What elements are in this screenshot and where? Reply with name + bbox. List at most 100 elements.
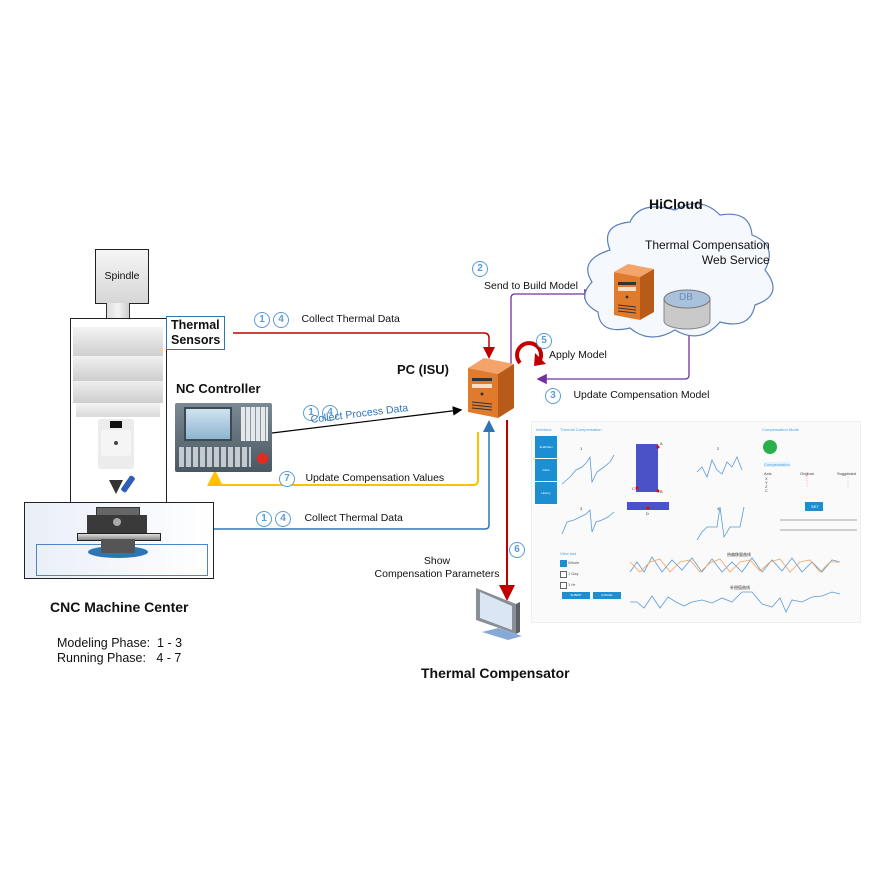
flow-label-update-compensation-values: 7 Update Compensation Values (279, 468, 444, 487)
model-point-label: A (660, 441, 663, 446)
view-option-checkbox[interactable] (560, 571, 567, 578)
flow-badge-show-parameters: 6 (509, 539, 528, 558)
view-option-label: 1 Day (568, 571, 579, 576)
dashboard-sidebar: Scaffolder Parts History (535, 436, 557, 505)
nc-screen (184, 407, 232, 441)
thermal-model-column (636, 444, 658, 492)
step-badge: 1 (254, 312, 270, 328)
compensation-header: Compensation (764, 462, 790, 467)
lower-chart-1-series-1 (629, 556, 841, 573)
rotary-pedestal (101, 539, 135, 553)
step-badge: 5 (536, 333, 552, 349)
view-option-checkbox[interactable] (560, 560, 567, 567)
mini-chart-3-line (561, 509, 615, 535)
lower-chart-1-series-2 (629, 558, 840, 573)
step-badge: 6 (509, 542, 525, 558)
mini-chart-title: 3 (580, 506, 583, 511)
show-params-label: Show Compensation Parameters (374, 555, 500, 580)
flow-line-collect-thermal-sensors (233, 332, 495, 359)
dashboard-main-title: Thermal Compensation (560, 427, 602, 432)
flow-label-update-compensation-model: 3 Update Compensation Model (545, 385, 709, 404)
nc-controller-panel (175, 403, 272, 472)
mini-chart-title: 2 (717, 446, 720, 451)
dashboard-set-button (805, 502, 823, 511)
comp-col-suggested: Suggested (837, 471, 857, 476)
step-badge: 3 (545, 388, 561, 404)
flow-line-collect-process-data (271, 406, 463, 434)
workpiece-body (87, 515, 147, 533)
dashboard-submit-button[interactable]: SUBMIT (562, 592, 590, 599)
step-badge: 4 (273, 312, 289, 328)
view-option-label: Whole (568, 560, 580, 565)
phase-legend: Modeling Phase: 1 - 3 Running Phase: 4 -… (57, 636, 182, 666)
view-option-label: 1 Hr (568, 582, 576, 587)
thermal-sensors-label: Thermal Sensors (166, 316, 226, 350)
dashboard-sidebar-item[interactable]: History (535, 482, 557, 505)
step-badge: 7 (279, 471, 295, 487)
comp-axis: X (765, 476, 768, 481)
pc-server-icon (462, 356, 520, 420)
model-point-label: B (660, 489, 663, 494)
db-label: DB (679, 292, 693, 303)
dashboard-sidebar-item[interactable]: Scaffolder (535, 436, 557, 459)
spindle-housing (73, 327, 163, 467)
mini-chart-1-line (561, 454, 615, 485)
dashboard-sidebar-item[interactable]: Parts (535, 459, 557, 482)
mini-chart-4-line (696, 506, 745, 541)
step-badge: 1 (303, 405, 319, 421)
dashboard-set-label[interactable]: SET (811, 504, 819, 509)
cnc-machine-title: CNC Machine Center (50, 599, 189, 615)
pc-title: PC (ISU) (397, 362, 449, 377)
flow-line-update-compensation-model (536, 322, 690, 385)
flow-label-send-to-build-model: 2 Send to Build Model (472, 258, 578, 292)
dashboard-cancel-button[interactable]: CANCEL (593, 592, 621, 599)
flow-label-apply-model: 5 Apply Model (536, 330, 607, 361)
comp-col-original: Original (800, 471, 814, 476)
modeling-phase-text: Modeling Phase: 1 - 3 (57, 636, 183, 650)
compensation-mode-indicator (763, 440, 777, 454)
step-badge: 4 (322, 405, 338, 421)
thermal-model-table (627, 502, 669, 510)
comp-col-axis: Axis (764, 471, 772, 476)
apply-model-arrow (515, 341, 544, 365)
step-badge: 4 (275, 511, 291, 527)
view-last-label: View last (560, 551, 576, 556)
emergency-stop-icon (257, 453, 268, 464)
mini-chart-title: 4 (717, 506, 720, 511)
lower-chart-title: 热偏移量曲线 (727, 552, 751, 557)
dashboard-screenshot: Interface Scaffolder Parts History Therm… (531, 421, 861, 623)
tool-holder (98, 419, 134, 469)
spindle-box: Spindle (95, 249, 149, 304)
model-point-label: D (646, 511, 649, 516)
comp-axis: C (765, 488, 768, 493)
step-badge: 1 (256, 511, 272, 527)
nc-controller-title: NC Controller (176, 381, 261, 396)
model-point-label: C (632, 486, 635, 491)
dashboard-graphics (561, 440, 857, 613)
monitor-icon (468, 584, 528, 644)
running-phase-text: Running Phase: 4 - 7 (57, 651, 182, 665)
nc-keypad-top (241, 407, 268, 441)
view-option-checkbox[interactable] (560, 582, 567, 589)
hicloud-title: HiCloud (649, 196, 703, 212)
thermal-compensator-title: Thermal Compensator (421, 665, 570, 681)
web-service-label: Thermal Compensation Web Service (645, 238, 770, 267)
comp-axis: Z (765, 484, 768, 489)
lower-chart-2-line (630, 591, 841, 613)
database-icon: DB (662, 287, 712, 331)
mini-chart-title: 1 (580, 446, 583, 451)
nc-keypad-bottom (179, 447, 251, 467)
cutting-tool-icon (109, 480, 123, 494)
dashboard-right-title: Compensation Mode (762, 427, 799, 432)
comp-axis: Y (765, 480, 768, 485)
flow-line-update-compensation-values (207, 432, 479, 486)
spindle-label: Spindle (104, 270, 140, 282)
mini-chart-2-line (696, 456, 743, 479)
dashboard-sidebar-title: Interface (536, 427, 552, 432)
step-badge: 2 (472, 261, 488, 277)
flow-line-send-to-build-model (510, 288, 595, 370)
lower-chart-title: 补偿值曲线 (730, 585, 750, 590)
